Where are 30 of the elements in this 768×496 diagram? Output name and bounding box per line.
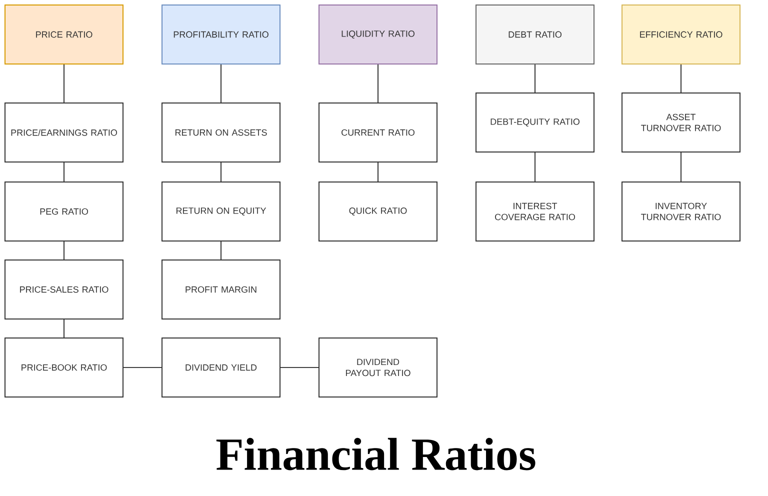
ratio-box: DIVIDEND YIELD <box>162 338 280 398</box>
ratio-box: RETURN ON ASSETS <box>162 102 280 162</box>
ratio-box: ASSET TURNOVER RATIO <box>622 92 740 152</box>
connector-line <box>534 152 536 182</box>
ratio-box: CURRENT RATIO <box>318 102 438 162</box>
connector-line <box>680 64 682 93</box>
ratio-box: INVENTORY TURNOVER RATIO <box>622 182 740 242</box>
ratio-box: QUICK RATIO <box>318 182 438 242</box>
ratio-box: RETURN ON EQUITY <box>162 182 280 242</box>
ratio-box: DEBT-EQUITY RATIO <box>476 92 594 152</box>
title: Financial Ratios <box>216 438 536 470</box>
ratio-box: INTEREST COVERAGE RATIO <box>476 182 594 242</box>
category-box: PROFITABILITY RATIO <box>162 4 280 64</box>
category-box: LIQUIDITY RATIO <box>318 4 438 64</box>
category-box: EFFICIENCY RATIO <box>622 4 740 64</box>
category-box: PRICE RATIO <box>4 4 124 64</box>
connector-line <box>680 152 682 182</box>
connector-line <box>123 367 162 368</box>
connector-line <box>280 367 319 368</box>
ratio-box: PEG RATIO <box>4 182 124 242</box>
connector-line <box>220 64 222 103</box>
ratio-box: PRICE-SALES RATIO <box>4 260 124 320</box>
category-box: DEBT RATIO <box>476 4 594 64</box>
connector-line <box>220 162 222 182</box>
connector-line <box>534 64 536 93</box>
ratio-box: PROFIT MARGIN <box>162 260 280 320</box>
ratio-box: DIVIDEND PAYOUT RATIO <box>318 338 438 398</box>
connector-line <box>220 241 222 260</box>
ratio-box: PRICE/EARNINGS RATIO <box>4 102 124 162</box>
ratio-box: PRICE-BOOK RATIO <box>4 338 124 398</box>
